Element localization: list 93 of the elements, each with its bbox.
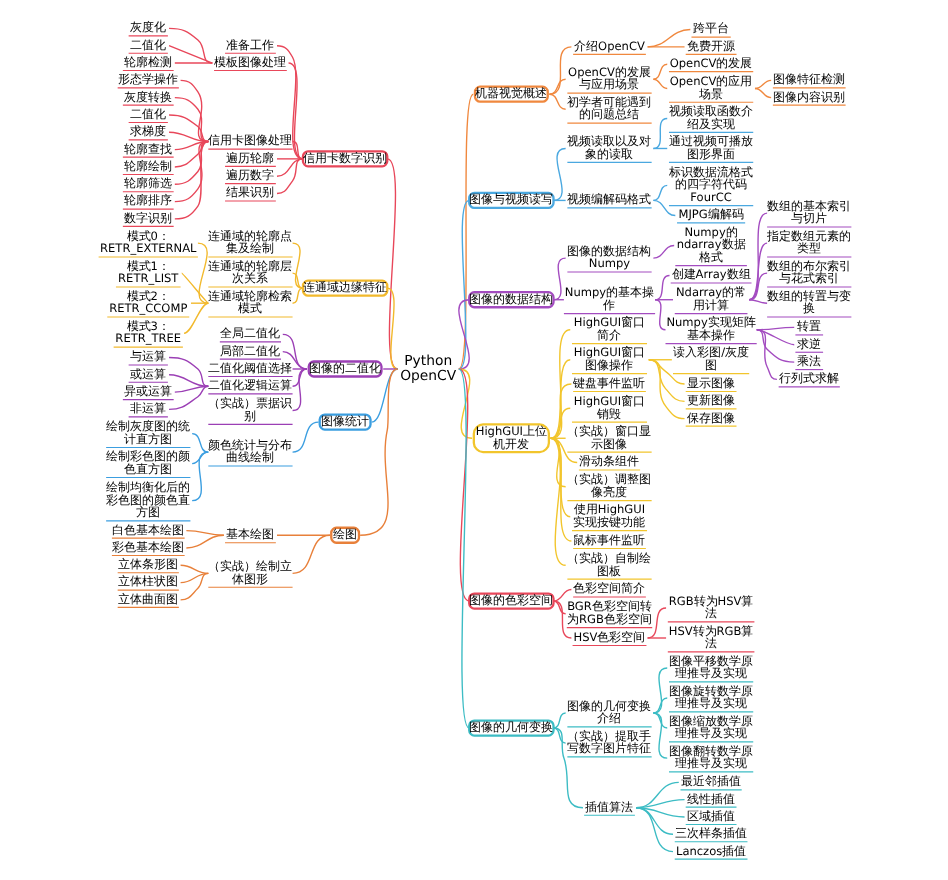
connector [747,299,767,304]
connector [651,244,674,259]
connector [281,333,307,370]
connector [551,727,583,809]
connector [182,302,208,334]
connector [551,712,566,729]
connector [755,329,794,363]
connector [178,572,208,584]
connector [190,451,208,465]
connector [457,299,469,370]
connector [651,78,667,90]
connector [645,637,666,639]
connector [167,131,208,143]
connector [645,607,666,639]
connector [551,588,572,602]
connector [457,368,472,439]
connector [173,97,208,143]
connector [167,27,213,64]
connector [290,421,319,453]
connector [747,272,767,301]
connector [755,326,794,331]
connector [755,329,777,381]
connector [290,272,303,289]
connector [385,287,398,370]
connector [180,272,208,304]
connector [653,274,670,301]
connector [190,432,208,453]
connector [290,242,303,289]
connector [173,140,208,151]
connector [184,534,224,549]
connector [547,46,572,95]
connector [651,712,667,759]
connector [647,359,685,385]
connector [651,199,675,217]
connector [173,140,208,185]
connector [281,351,307,370]
connector [358,368,398,536]
connector [651,184,667,202]
connector [634,807,685,818]
connector [167,385,208,411]
connector [647,359,685,402]
connector [647,359,672,361]
connector [645,46,685,48]
connector [167,356,208,387]
connector [173,385,208,393]
connector [457,93,473,370]
connector [753,79,771,90]
connector [547,78,566,95]
connector [189,302,208,304]
connector [551,600,566,615]
connector [551,727,566,744]
connector [167,374,208,387]
connector [381,368,398,370]
connector [647,359,685,420]
connector [651,697,667,714]
connector [290,368,307,370]
connector [178,79,208,143]
connector [753,87,771,99]
connector [290,368,307,412]
connector [747,242,767,301]
connector [369,368,398,423]
connector [286,62,303,160]
connector [196,242,208,304]
connector [173,140,208,168]
connector [190,451,208,502]
connector [651,667,667,714]
connector [167,45,213,64]
connector [645,28,690,48]
connector [167,114,208,143]
connector [275,45,303,160]
connector [747,212,767,301]
connector [275,534,330,536]
connector [290,140,303,160]
connector [184,529,224,536]
connector [385,158,398,370]
connector [173,140,208,220]
connector [457,199,469,370]
connector [551,600,572,639]
connector [290,287,303,304]
connector [275,158,303,195]
connector [634,807,673,853]
connector [290,368,307,387]
connector [290,534,330,575]
connector [651,712,667,729]
connector [547,93,566,110]
connector [275,158,303,177]
connector [173,62,213,64]
connector [178,572,208,601]
connector [653,299,666,331]
connector [178,564,208,575]
connector [275,158,303,160]
connector [651,63,667,80]
connector [173,140,208,203]
